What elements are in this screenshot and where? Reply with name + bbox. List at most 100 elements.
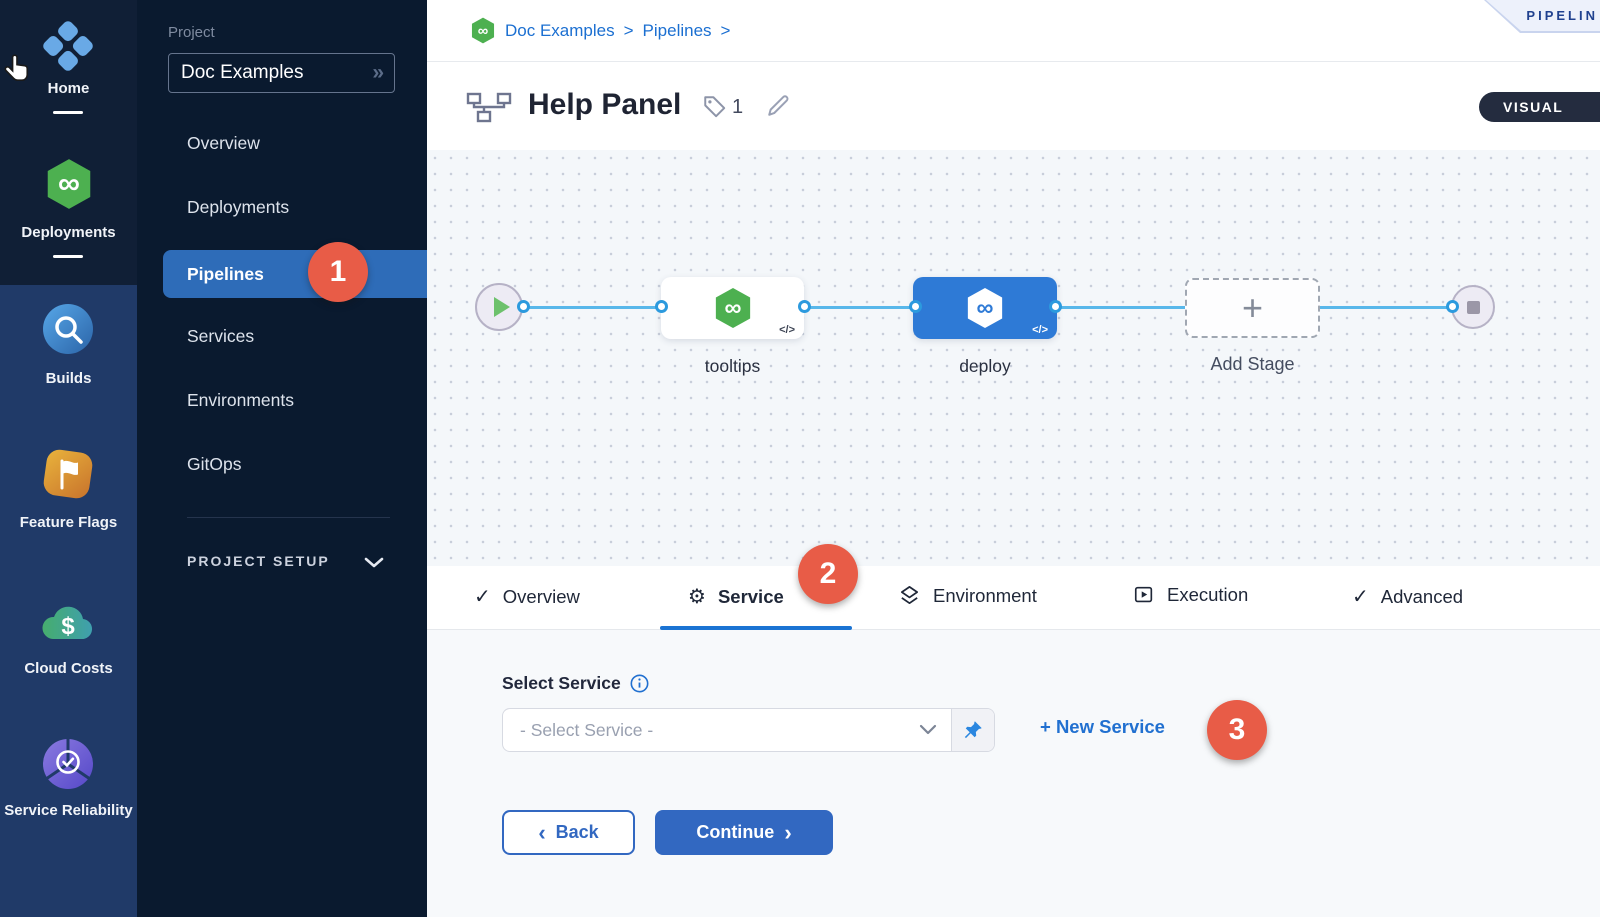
project-name: Doc Examples [181, 62, 304, 83]
breadcrumb-separator: > [720, 20, 731, 40]
module-rail [0, 285, 137, 917]
deployments-underline [53, 255, 83, 258]
sidebar-item-environments[interactable]: Environments [187, 390, 294, 410]
connector-line [523, 306, 661, 309]
connector-line [1055, 306, 1185, 309]
stage-card-deploy[interactable]: ∞ </> [913, 277, 1057, 339]
breadcrumb-separator: > [623, 20, 634, 40]
pin-button[interactable] [951, 709, 994, 751]
breadcrumb: ∞ Doc Examples > Pipelines > [470, 17, 730, 44]
sidebar-item-feature-flags[interactable]: Feature Flags [19, 514, 118, 531]
check-icon: ✓ [1352, 586, 1369, 608]
harness-project-icon: ∞ [470, 17, 496, 44]
sidebar-divider [187, 517, 390, 518]
chevron-right-icon: › [784, 819, 792, 845]
info-icon[interactable] [630, 674, 649, 693]
tab-execution[interactable]: Execution [1133, 584, 1248, 606]
back-button-label: Back [555, 822, 599, 842]
pipelines-label: Pipelines [187, 263, 264, 284]
stage-label-tooltips: tooltips [704, 356, 761, 376]
tab-overview-label: Overview [502, 585, 580, 607]
connector-port[interactable] [798, 300, 811, 313]
tag-icon[interactable] [702, 94, 728, 125]
harness-stage-icon: ∞ [715, 288, 750, 328]
connector-port[interactable] [517, 300, 530, 313]
deployments-icon[interactable]: ∞ [44, 158, 94, 215]
plus-icon: + [1241, 287, 1264, 328]
add-stage-button[interactable]: + [1185, 278, 1320, 338]
sidebar-item-gitops[interactable]: GitOps [187, 454, 242, 474]
header-divider [427, 61, 1600, 62]
breadcrumb-pipelines-link[interactable]: Pipelines [642, 20, 712, 40]
continue-button-label: Continue [696, 822, 775, 842]
tab-service[interactable]: ⚙ Service [688, 584, 784, 609]
connector-port[interactable] [909, 300, 922, 313]
stage-label-deploy: deploy [959, 356, 1011, 376]
connector-line [804, 306, 915, 309]
connector-port[interactable] [1049, 300, 1062, 313]
select-service-dropdown[interactable]: - Select Service - [502, 708, 995, 752]
double-chevron-icon[interactable]: » [372, 61, 384, 84]
pipeline-canvas[interactable] [427, 150, 1600, 566]
sidebar-item-services[interactable]: Services [187, 326, 255, 346]
harness-stage-icon: ∞ [967, 288, 1003, 328]
cloud-costs-icon[interactable]: $ [40, 597, 96, 648]
environment-layers-icon [898, 584, 921, 607]
execution-play-icon [1133, 584, 1155, 606]
infinity-glyph: ∞ [58, 165, 80, 200]
back-button[interactable]: ‹ Back [502, 810, 635, 855]
step-badge-2: 2 [798, 544, 858, 604]
tab-execution-label: Execution [1167, 584, 1249, 605]
chevron-down-icon[interactable] [363, 556, 385, 575]
sidebar-item-deployments[interactable]: Deployments [21, 224, 116, 241]
cursor-pointer [0, 53, 34, 96]
play-icon [494, 297, 510, 317]
tab-environment-label: Environment [933, 584, 1037, 606]
tab-advanced-label: Advanced [1380, 585, 1464, 607]
tab-advanced[interactable]: ✓ Advanced [1352, 584, 1463, 609]
gear-icon: ⚙ [688, 586, 706, 608]
tag-count: 1 [732, 96, 744, 118]
check-icon: ✓ [474, 586, 491, 608]
active-tab-underline [660, 626, 852, 630]
stage-card-tooltips[interactable]: ∞ </> [661, 277, 804, 339]
service-reliability-icon[interactable] [42, 738, 94, 795]
service-config-panel [427, 630, 1600, 917]
continue-button[interactable]: Continue › [655, 810, 833, 855]
edit-pencil-icon[interactable] [764, 92, 792, 125]
sidebar-item-service-reliability[interactable]: Service Reliability [4, 802, 133, 819]
tabs-bottom-border [427, 629, 1600, 630]
infinity-glyph: ∞ [724, 295, 741, 322]
chevron-left-icon: ‹ [538, 819, 546, 845]
visual-yaml-toggle[interactable]: VISUAL [1479, 92, 1600, 122]
breadcrumb-project-link[interactable]: Doc Examples [505, 20, 615, 40]
tab-overview[interactable]: ✓ Overview [474, 584, 580, 609]
tab-environment[interactable]: Environment [898, 584, 1037, 607]
step-badge-1: 1 [308, 242, 368, 302]
home-underline [53, 111, 83, 114]
connector-port[interactable] [1446, 300, 1459, 313]
project-sidebar [137, 0, 427, 917]
project-section-label: Project [168, 24, 215, 41]
home-icon[interactable] [42, 20, 94, 77]
new-service-link[interactable]: + New Service [1040, 716, 1165, 737]
sidebar-item-builds[interactable]: Builds [45, 370, 92, 387]
connector-port[interactable] [655, 300, 668, 313]
feature-flags-icon[interactable] [42, 448, 94, 505]
sidebar-item-overview[interactable]: Overview [187, 133, 260, 153]
chevron-down-icon [919, 724, 937, 736]
title-bar [427, 62, 1600, 150]
code-icon: </> [779, 324, 795, 336]
pipeline-start-node [475, 283, 523, 331]
pushpin-icon [964, 721, 982, 739]
project-selector[interactable]: Doc Examples » [168, 53, 395, 93]
sidebar-item-pipelines-active[interactable]: Pipelines [163, 250, 427, 298]
select-service-text: Select Service [502, 673, 621, 693]
builds-icon[interactable] [42, 303, 94, 360]
select-service-placeholder: - Select Service - [520, 719, 654, 740]
project-setup-toggle[interactable]: PROJECT SETUP [187, 553, 330, 569]
page-title: Help Panel [528, 88, 682, 121]
sidebar-item-deployments-nav[interactable]: Deployments [187, 197, 290, 217]
sidebar-item-home[interactable]: Home [47, 80, 90, 97]
sidebar-item-cloud-costs[interactable]: Cloud Costs [24, 660, 113, 677]
